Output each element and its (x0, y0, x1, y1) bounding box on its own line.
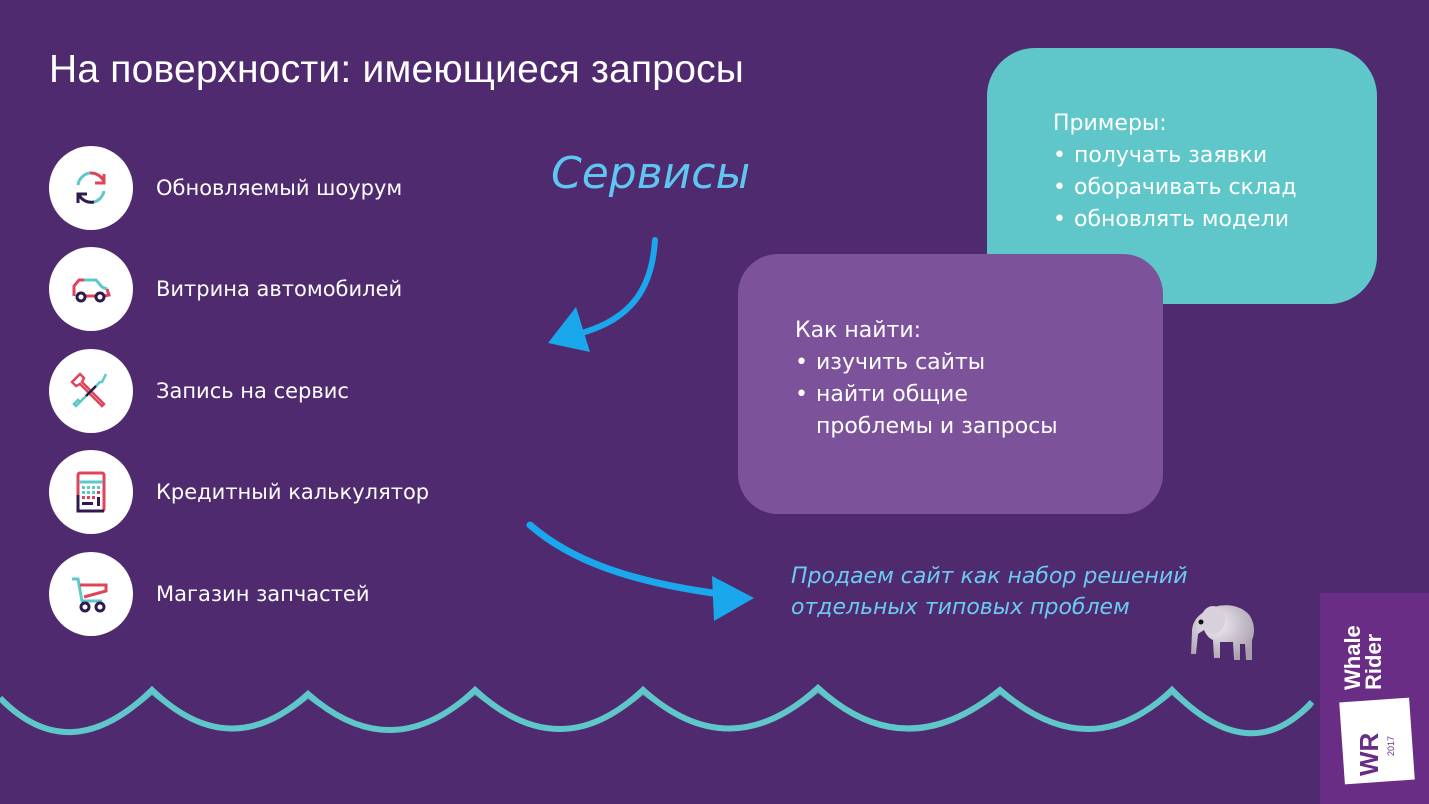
examples-list-item: • оборачивать склад (1053, 172, 1297, 204)
services-heading: Сервисы (551, 148, 751, 199)
feature-icon-circle (49, 450, 133, 534)
curved-arrow-right-icon (526, 521, 754, 621)
examples-list-item: • получать заявки (1053, 140, 1297, 172)
brand-badge-initials: WR (1354, 732, 1384, 776)
feature-item-car-showcase: Витрина автомобилей (49, 246, 469, 332)
feature-icon-circle (49, 552, 133, 636)
refresh-icon (76, 171, 106, 204)
feature-icon-circle (49, 146, 133, 230)
shopping-cart-icon (72, 577, 108, 613)
conclusion-line-1: Продаем сайт как набор решений (791, 564, 1188, 589)
howto-card-content: Как найти: • изучить сайты • найти общие… (795, 315, 1058, 443)
bullet-icon: • (795, 350, 808, 375)
examples-card-content: Примеры: • получать заявки • оборачивать… (1053, 108, 1297, 236)
bullet-icon: • (1053, 175, 1066, 200)
elephant-icon (1191, 605, 1254, 660)
bullet-icon: • (795, 382, 808, 407)
wrench-screwdriver-icon (70, 372, 108, 408)
wave-decoration (0, 683, 1315, 737)
car-icon (72, 278, 111, 303)
bullet-icon: • (1053, 143, 1066, 168)
feature-label: Запись на сервис (156, 379, 349, 403)
feature-label: Обновляемый шоурум (156, 176, 403, 200)
feature-icon-circle (49, 349, 133, 433)
examples-card-title: Примеры: (1053, 111, 1167, 136)
howto-card: Как найти: • изучить сайты • найти общие… (738, 254, 1163, 514)
feature-icon-circle (49, 247, 133, 331)
curved-arrow-down-icon (548, 237, 658, 352)
howto-card-title: Как найти: (795, 318, 922, 343)
conclusion-text: Продаем сайт как набор решений отдельных… (791, 561, 1188, 623)
feature-label: Витрина автомобилей (156, 277, 403, 301)
feature-item-parts-store: Магазин запчастей (49, 551, 469, 637)
slide-title: На поверхности: имеющиеся запросы (49, 48, 745, 91)
feature-item-showroom: Обновляемый шоурум (49, 145, 469, 231)
feature-label: Магазин запчастей (156, 582, 370, 606)
howto-list-item: • найти общие проблемы и запросы (795, 379, 1058, 443)
calculator-icon (76, 471, 106, 513)
conclusion-line-2: отдельных типовых проблем (791, 595, 1130, 620)
brand-badge-year: 2017 (1386, 735, 1396, 756)
examples-list-item: • обновлять модели (1053, 204, 1297, 236)
howto-list-item: • изучить сайты (795, 347, 1058, 379)
bullet-icon: • (1053, 207, 1066, 232)
feature-item-service-booking: Запись на сервис (49, 348, 469, 434)
feature-item-credit-calculator: Кредитный калькулятор (49, 449, 469, 535)
brand-logo-text: Whale Rider (1340, 625, 1386, 690)
feature-label: Кредитный калькулятор (156, 480, 430, 504)
